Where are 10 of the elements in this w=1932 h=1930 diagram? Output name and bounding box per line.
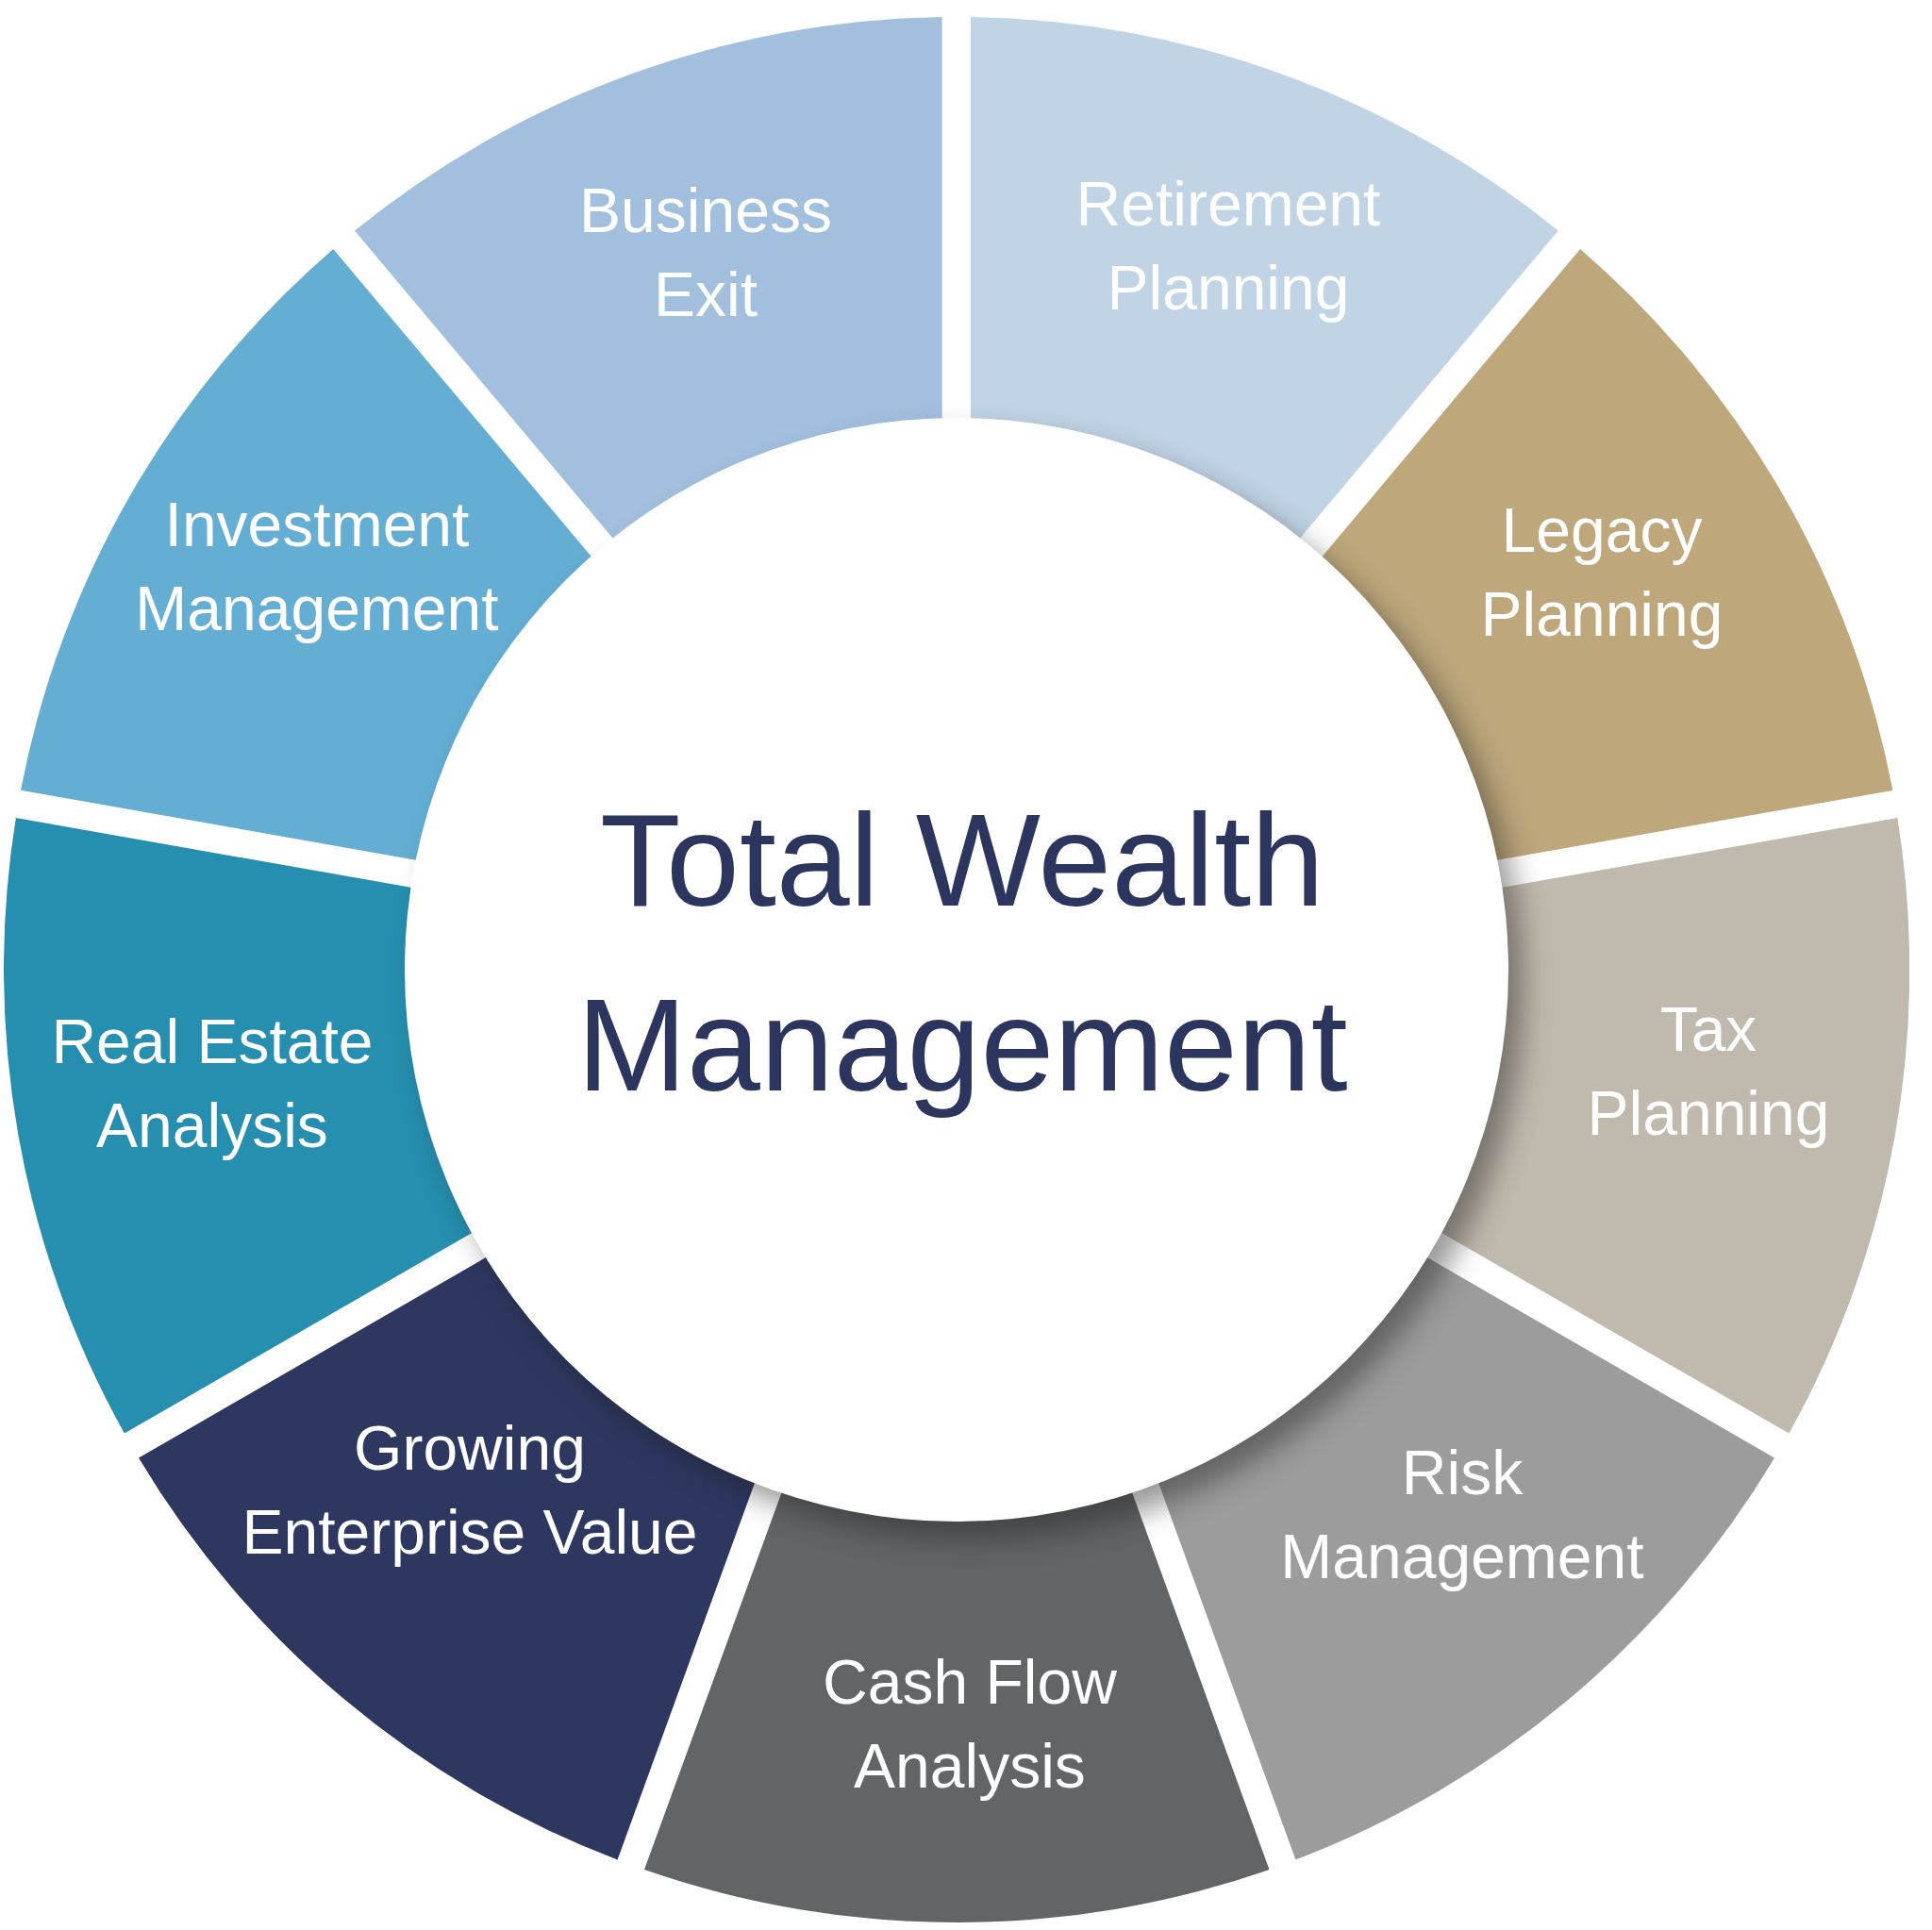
segment-label: Retirement Planning (1074, 167, 1382, 324)
segment-label: Cash Flow Analysis (822, 1645, 1118, 1803)
segment-label: Tax Planning (1586, 992, 1831, 1150)
segment-label: Real Estate Analysis (50, 1005, 375, 1162)
segment-label: Risk Management (1279, 1436, 1645, 1593)
segment-label: Business Exit (578, 174, 833, 331)
segment-label: Growing Enterprise Value (241, 1411, 699, 1569)
segment-label: Legacy Planning (1479, 493, 1724, 651)
segment-label: Investment Management (134, 488, 500, 645)
center-title: Total Wealth Management (575, 785, 1349, 1121)
